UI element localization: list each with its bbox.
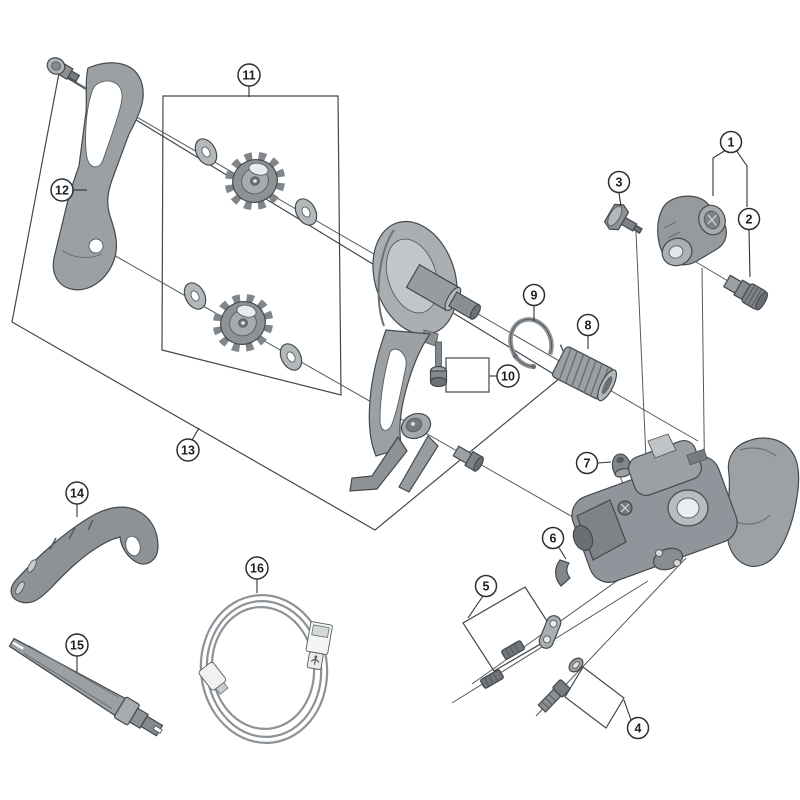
callout-16: 16	[245, 556, 269, 580]
inner-plate-assembly	[349, 220, 484, 493]
svg-text:5: 5	[483, 580, 490, 594]
plug-tool	[8, 637, 164, 737]
svg-text:2: 2	[746, 213, 753, 227]
pulley-washer	[194, 138, 218, 166]
etube-plug	[198, 661, 229, 695]
svg-text:9: 9	[531, 289, 538, 303]
svg-text:8: 8	[585, 319, 592, 333]
bracket-axle-unit	[657, 195, 727, 267]
svg-text:13: 13	[181, 444, 195, 458]
svg-text:15: 15	[70, 639, 84, 653]
callout-2: 2	[737, 207, 761, 231]
callout-5: 5	[474, 574, 498, 598]
svg-text:1: 1	[728, 136, 735, 150]
callout-12: 12	[50, 178, 74, 202]
svg-text:7: 7	[584, 457, 591, 471]
svg-text:6: 6	[550, 532, 557, 546]
svg-text:4: 4	[635, 722, 642, 736]
svg-text:12: 12	[55, 184, 69, 198]
pulley-washer	[279, 343, 303, 371]
group-box-4	[564, 666, 625, 729]
callout-10: 10	[496, 364, 520, 388]
mounting-bolt-group	[537, 657, 584, 713]
svg-text:16: 16	[250, 562, 264, 576]
usb-connector	[305, 621, 333, 670]
pulley-axle	[405, 263, 481, 320]
plate-fixing-screw	[46, 57, 81, 83]
callout-leaders	[73, 86, 751, 721]
set-screw-group	[480, 615, 562, 689]
svg-text:3: 3	[616, 176, 623, 190]
svg-text:14: 14	[70, 487, 84, 501]
pulley-bolt-upper	[429, 341, 448, 388]
group-box-11	[161, 95, 342, 396]
guide-pulley	[224, 152, 286, 210]
callout-6: 6	[541, 526, 565, 550]
group-box-10	[445, 357, 490, 393]
charging-cable	[198, 594, 333, 744]
derailleur-body	[571, 433, 800, 583]
callout-7: 7	[575, 451, 599, 475]
tension-pulley	[212, 294, 274, 352]
callout-4: 4	[626, 716, 650, 740]
pulley-washer	[294, 198, 318, 226]
tension-spring	[552, 344, 618, 402]
callout-11: 11	[237, 63, 261, 87]
skid-plate	[555, 559, 571, 587]
stopper-bolt	[722, 274, 769, 311]
group-box-5	[462, 586, 557, 672]
callout-3: 3	[607, 170, 631, 194]
end-cap	[611, 453, 632, 478]
pulley-bolt-lower	[452, 445, 484, 472]
adjusting-bolt	[603, 203, 643, 234]
pulley-washer	[183, 282, 207, 310]
callout-14: 14	[65, 481, 89, 505]
svg-text:10: 10	[501, 370, 515, 384]
callout-13: 13	[176, 438, 200, 462]
callout-8: 8	[576, 313, 600, 337]
callout-15: 15	[65, 633, 89, 657]
support-bracket	[10, 506, 159, 604]
outer-plate	[52, 62, 144, 291]
svg-text:11: 11	[242, 69, 255, 83]
callout-9: 9	[522, 283, 546, 307]
callout-1: 1	[719, 130, 743, 154]
